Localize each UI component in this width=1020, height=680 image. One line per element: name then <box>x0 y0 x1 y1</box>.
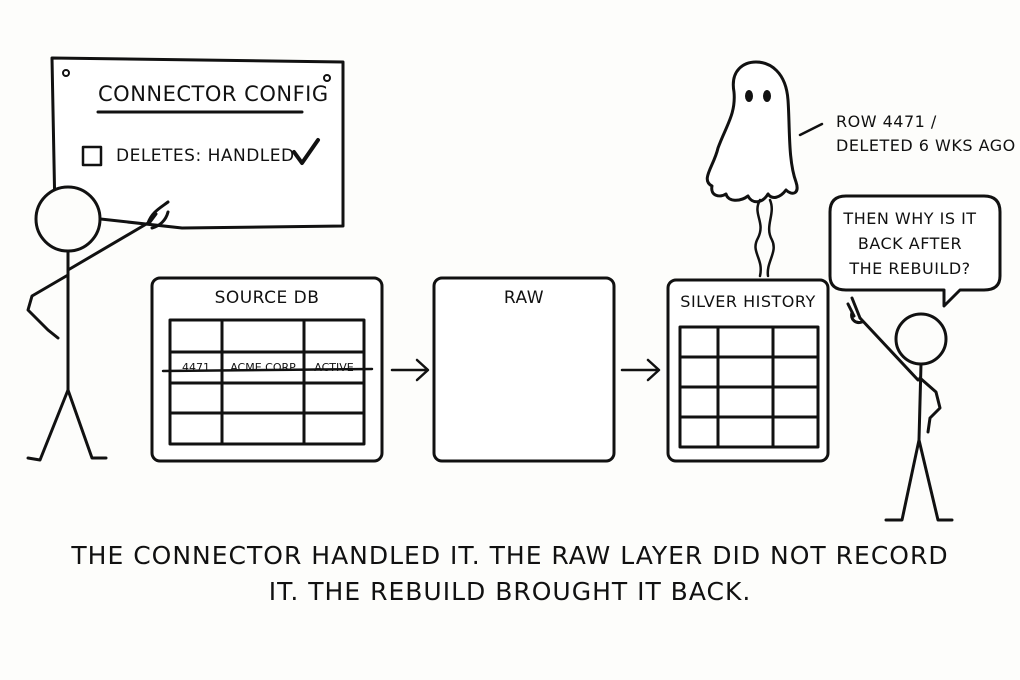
ghost-eye-left <box>745 90 753 102</box>
right-stick-figure <box>846 296 954 522</box>
speech-line-3: THE REBUILD? <box>849 259 971 278</box>
arrow-raw-to-silver <box>620 358 661 382</box>
raw-title: RAW <box>503 288 545 308</box>
speech-line-2: BACK AFTER <box>857 234 963 253</box>
deleted-row-strikethrough <box>161 367 374 373</box>
checkbox-icon <box>81 145 103 167</box>
raw-box <box>432 276 616 463</box>
deleted-row-cell-status: ACTIVE <box>314 361 354 374</box>
arrow-source-to-raw <box>390 358 430 382</box>
config-board-title: CONNECTOR CONFIG <box>98 82 329 106</box>
ghost-label-pointer <box>798 122 824 137</box>
left-stick-figure <box>26 185 170 462</box>
ghost-label-line-2: DELETED 6 WKS AGO <box>836 136 1016 155</box>
deletes-handled-label: DELETES: HANDLED <box>116 146 295 166</box>
silver-history-box <box>666 278 830 463</box>
speech-bubble-text: THEN WHY IS IT BACK AFTER THE REBUILD? <box>830 206 990 281</box>
source-db-title: SOURCE DB <box>214 288 320 308</box>
config-board <box>50 56 345 230</box>
silver-history-title: SILVER HISTORY <box>680 292 816 311</box>
speech-bubble <box>828 194 1002 308</box>
caption: THE CONNECTOR HANDLED IT. THE RAW LAYER … <box>40 538 980 610</box>
ghost <box>705 60 824 278</box>
ghost-label: ROW 4471 / DELETED 6 WKS AGO <box>836 110 1016 158</box>
ghost-label-line-1: ROW 4471 / <box>836 112 937 131</box>
ghost-eye-right <box>763 90 771 102</box>
checkmark-icon <box>292 138 320 165</box>
caption-line-1: THE CONNECTOR HANDLED IT. THE RAW LAYER … <box>71 541 949 570</box>
caption-line-2: IT. THE REBUILD BROUGHT IT BACK. <box>268 577 752 606</box>
speech-line-1: THEN WHY IS IT <box>843 209 977 228</box>
deleted-row-cell-id: 4471 <box>182 361 210 374</box>
source-db-box <box>150 276 384 463</box>
deleted-row-cell-name: ACME CORP <box>230 361 296 374</box>
